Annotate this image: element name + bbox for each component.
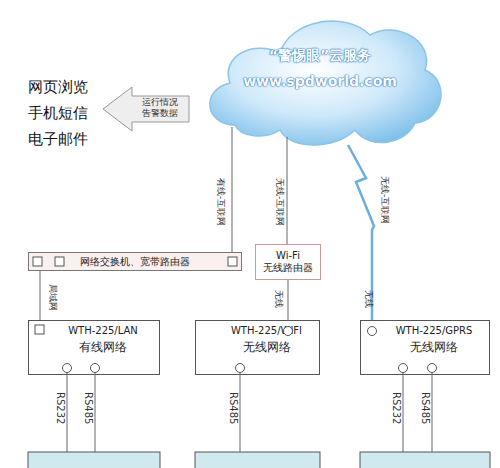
arrow-outline [103,87,189,131]
device-model: WTH-225/GPRS [396,325,473,337]
wireless-bolt [348,145,374,320]
service-url: www.spdworld.com [195,73,445,90]
port-label: RS232 [55,392,66,424]
network-link [232,127,233,252]
device-box: WTH-225/LAN 有线网络 [28,320,160,375]
output-channel: 电子邮件 [28,130,88,149]
serial-wire [403,373,404,452]
network-link [40,271,41,320]
cloud-service: “警惕眼”云服务 www.spdworld.com [195,5,445,155]
port-label: RS485 [83,392,94,424]
network-switch: 网络交换机、宽带路由器 [28,252,242,271]
network-link [287,137,288,244]
link-label: 无线-互联网 [273,178,286,226]
link-label: 局域网 [46,284,59,311]
serial-wire [240,373,241,452]
network-link [288,280,289,320]
port-label: RS232 [391,392,402,424]
data-arrow: 运行情况 告警数据 [102,86,190,132]
port-label: RS485 [420,392,431,424]
link-label: 无线 [362,290,375,308]
device-model: WTH-225/WIFI [231,325,302,337]
port-label: RS485 [228,392,239,424]
serial-wire [95,373,96,452]
output-channel: 网页浏览 [28,78,88,97]
device-box-bottom [195,452,320,468]
link-label: 无线-互联网 [378,176,391,224]
box-label: 网络交换机、宽带路由器 [80,256,190,268]
device-model: WTH-225/LAN [68,325,138,337]
device-network: 无线网络 [243,340,291,354]
link-label: 有线-互联网 [214,178,227,226]
serial-wire [67,373,68,452]
device-box: WTH-225/GPRS 无线网络 [360,320,490,375]
serial-wire [432,373,433,452]
device-network: 无线网络 [410,340,458,354]
arrow-caption: 运行情况 告警数据 [134,97,186,119]
wifi-router: Wi-Fi 无线路由器 [255,244,321,280]
link-label: 无线 [272,290,285,308]
device-box: WTH-225/WIFI 无线网络 [195,320,320,375]
device-box-bottom [360,452,490,468]
device-network: 有线网络 [79,340,127,354]
output-channel: 手机短信 [28,104,88,123]
device-box-bottom [28,452,160,468]
port-layer [28,257,490,468]
service-name: “警惕眼”云服务 [195,47,445,64]
box-label: Wi-Fi 无线路由器 [258,250,318,274]
